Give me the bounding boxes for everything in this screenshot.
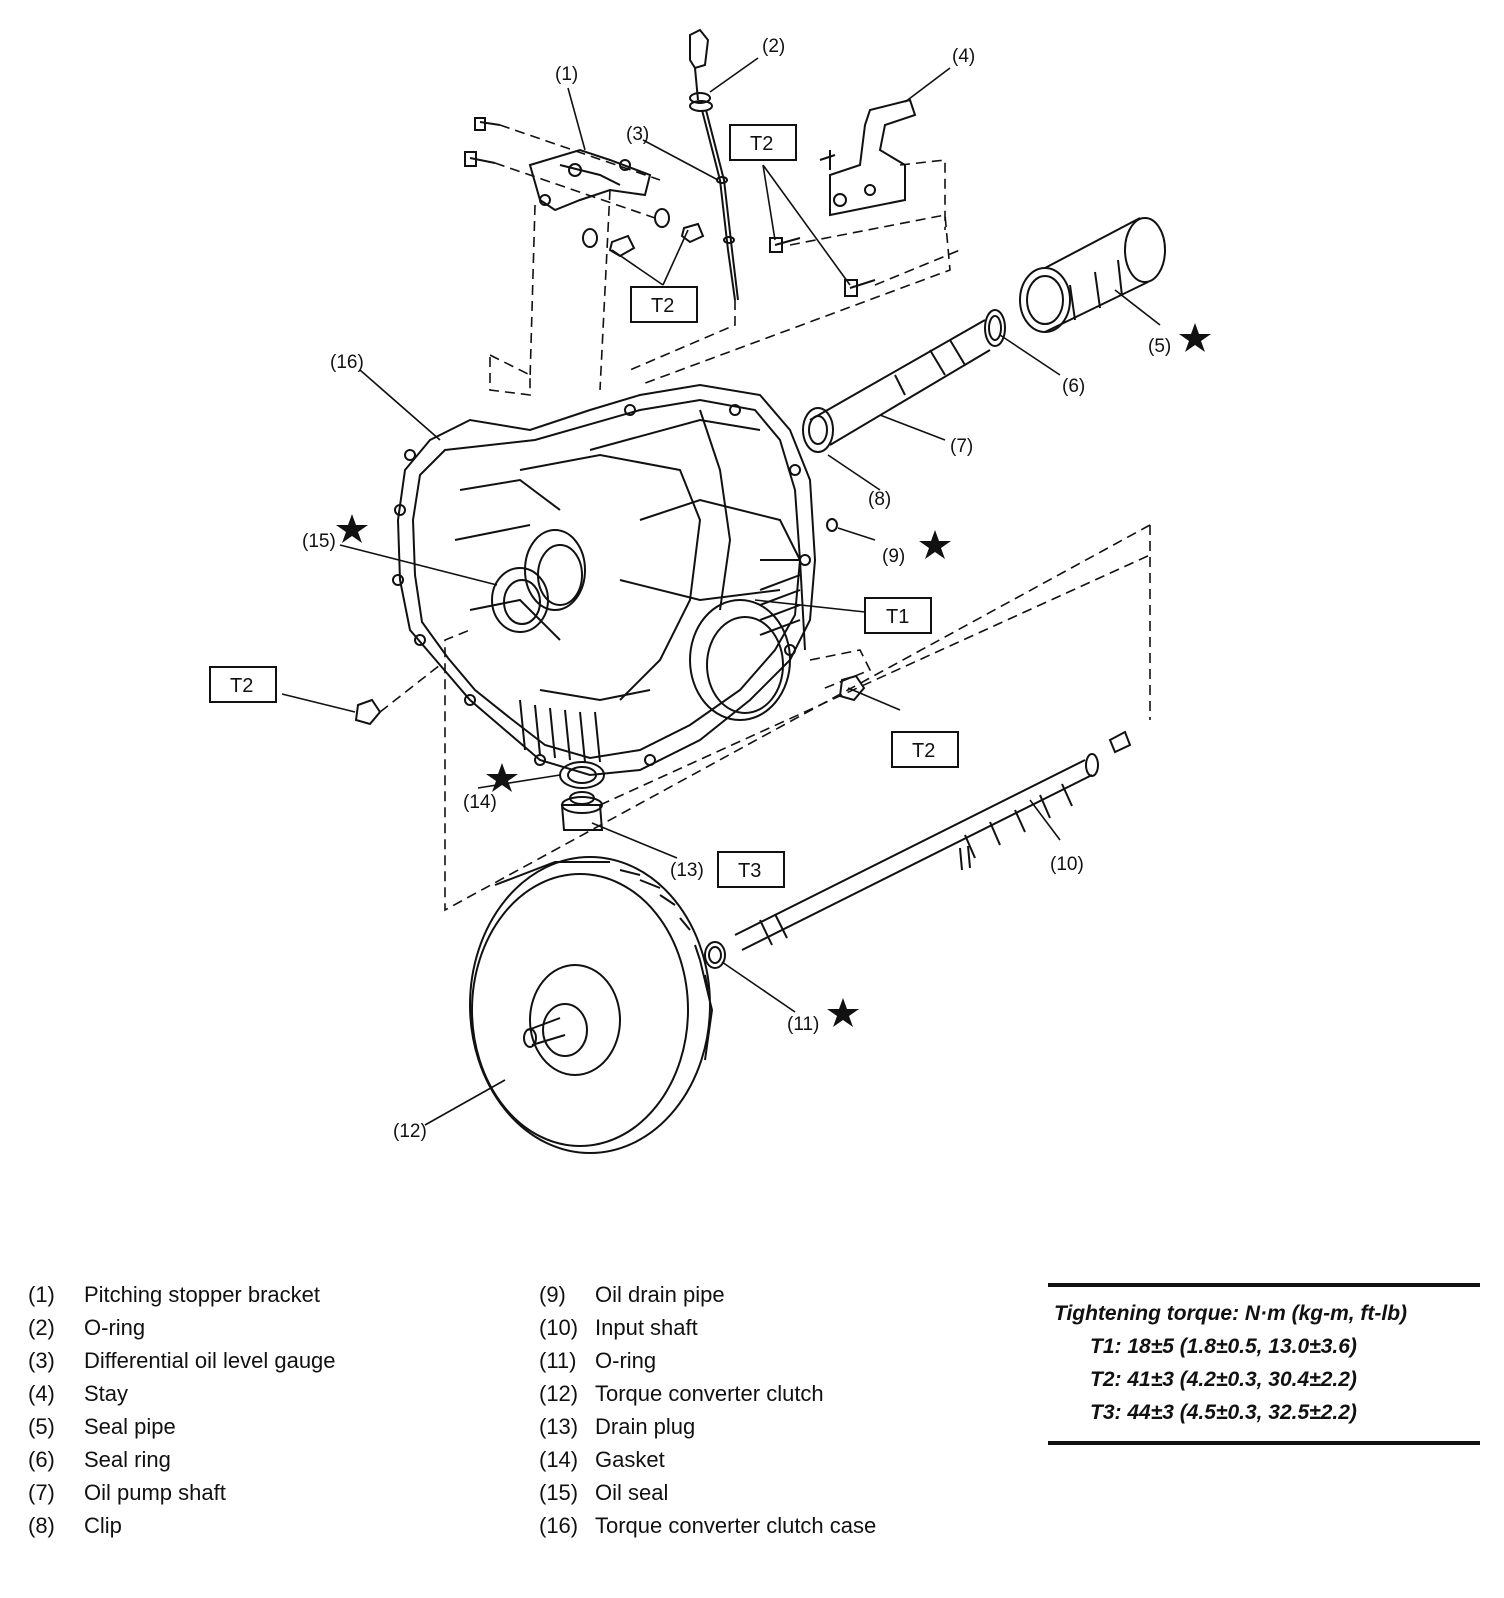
oil-pump-shaft-assembly [802, 217, 1166, 532]
legend-item: (3) Differential oil level gauge [28, 1344, 336, 1377]
torque-tag-t2: T2 [651, 295, 674, 317]
torque-tag-t2: T2 [230, 675, 253, 697]
parts-legend-right: (9) Oil drain pipe (10) Input shaft (11) O-… [539, 1278, 876, 1542]
callout-15: (15) [302, 531, 336, 552]
star-markers [336, 323, 1211, 1027]
legend-item: (2) O-ring [28, 1311, 336, 1344]
callout-11: (11) [787, 1014, 819, 1035]
case-nuts [354, 674, 866, 726]
legend-text: Oil drain pipe [595, 1282, 725, 1307]
legend-item: (7) Oil pump shaft [28, 1476, 336, 1509]
legend-item: (4) Stay [28, 1377, 336, 1410]
legend-number: (16) [539, 1513, 579, 1538]
torque-row-t3: T3: 44±3 (4.5±0.3, 32.5±2.2) [1090, 1401, 1357, 1424]
legend-text: Differential oil level gauge [84, 1348, 336, 1373]
legend-text: Stay [84, 1381, 129, 1406]
legend-number: (6) [28, 1447, 55, 1472]
legend-item: (11) O-ring [539, 1344, 876, 1377]
callout-3: (3) [626, 124, 649, 145]
callout-4: (4) [952, 46, 975, 67]
legend-number: (14) [539, 1447, 579, 1472]
torque-tag-t1: T1 [886, 606, 909, 628]
legend-text: Pitching stopper bracket [84, 1282, 321, 1307]
legend-number: (1) [28, 1282, 55, 1307]
legend-number: (12) [539, 1381, 579, 1406]
differential-oil-level-gauge [689, 28, 739, 301]
legend-text: Torque converter clutch [595, 1381, 824, 1406]
legend-text: Oil seal [595, 1480, 669, 1505]
exploded-view-diagram: (1) (2) (3) (4) (5) (6) (7) (8) (9) (10)… [209, 28, 1211, 1154]
legend-item: (14) Gasket [539, 1443, 876, 1476]
stay-bracket [769, 98, 917, 297]
callout-12: (12) [393, 1121, 427, 1142]
torque-table-title: Tightening torque: N·m (kg-m, ft-lb) [1054, 1302, 1408, 1325]
legend-text: Input shaft [595, 1315, 698, 1340]
legend-number: (4) [28, 1381, 55, 1406]
legend-text: Oil pump shaft [84, 1480, 226, 1505]
callout-16: (16) [330, 352, 364, 373]
legend-text: O-ring [595, 1348, 657, 1373]
legend-item: (9) Oil drain pipe [539, 1278, 876, 1311]
callout-14: (14) [463, 792, 497, 813]
callout-9: (9) [882, 546, 905, 567]
assembly-lines [379, 124, 1151, 912]
legend-item: (5) Seal pipe [28, 1410, 336, 1443]
torque-converter-clutch-case [392, 383, 817, 777]
legend-number: (13) [539, 1414, 579, 1439]
torque-tag-t2: T2 [912, 740, 935, 762]
star-icon [486, 763, 518, 792]
star-icon [1179, 323, 1211, 352]
callout-10: (10) [1050, 854, 1084, 875]
legend-text: Seal ring [84, 1447, 171, 1472]
leader-lines [281, 57, 1161, 1126]
legend-item: (1) Pitching stopper bracket [28, 1278, 336, 1311]
legend-text: O-ring [84, 1315, 146, 1340]
callout-8: (8) [868, 489, 891, 510]
torque-tag-t3: T3 [738, 860, 761, 882]
callout-6: (6) [1062, 376, 1085, 397]
callout-13: (13) [670, 860, 704, 881]
legend-item: (6) Seal ring [28, 1443, 336, 1476]
legend-item: (15) Oil seal [539, 1476, 876, 1509]
callout-2: (2) [762, 36, 785, 57]
legend-item: (16) Torque converter clutch case [539, 1509, 876, 1542]
legend-number: (3) [28, 1348, 55, 1373]
star-icon [336, 514, 368, 543]
torque-row-t1: T1: 18±5 (1.8±0.5, 13.0±3.6) [1090, 1335, 1357, 1358]
callout-1: (1) [555, 64, 578, 85]
legend-text: Gasket [595, 1447, 665, 1472]
legend-number: (9) [539, 1282, 566, 1307]
parts-legend-left: (1) Pitching stopper bracket (2) O-ring (3… [28, 1278, 336, 1542]
legend-number: (15) [539, 1480, 579, 1505]
legend-number: (10) [539, 1315, 579, 1340]
torque-row-t2: T2: 41±3 (4.2±0.3, 30.4±2.2) [1090, 1368, 1357, 1391]
legend-text: Seal pipe [84, 1414, 176, 1439]
legend-number: (5) [28, 1414, 55, 1439]
pitching-stopper-bracket [464, 117, 705, 258]
torque-tag-t2: T2 [750, 133, 773, 155]
callout-7: (7) [950, 436, 973, 457]
torque-converter-clutch [469, 856, 714, 1154]
star-icon [919, 530, 951, 559]
callout-5: (5) [1148, 336, 1171, 357]
legend-number: (11) [539, 1348, 577, 1373]
legend-item: (13) Drain plug [539, 1410, 876, 1443]
legend-text: Drain plug [595, 1414, 696, 1439]
legend-number: (7) [28, 1480, 55, 1505]
star-icon [827, 998, 859, 1027]
legend-text: Torque converter clutch case [595, 1513, 877, 1538]
legend-item: (12) Torque converter clutch [539, 1377, 876, 1410]
legend-item: (8) Clip [28, 1509, 336, 1542]
tightening-torque-table: Tightening torque: N·m (kg-m, ft-lb) T1:… [1048, 1283, 1480, 1445]
callout-labels: (1) (2) (3) (4) (5) (6) (7) (8) (9) (10)… [230, 36, 1171, 1142]
legend-number: (8) [28, 1513, 55, 1538]
torque-tag-boxes [209, 124, 959, 888]
legend-number: (2) [28, 1315, 55, 1340]
legend-text: Clip [84, 1513, 122, 1538]
legend-item: (10) Input shaft [539, 1311, 876, 1344]
